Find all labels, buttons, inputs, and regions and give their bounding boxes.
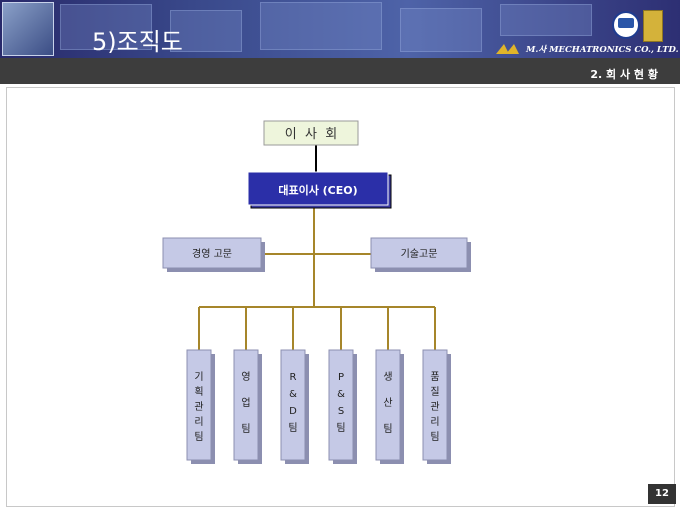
banner-decoration	[170, 10, 242, 52]
section-title: 2. 회 사 현 황	[590, 68, 658, 81]
team-label-char: 기	[194, 371, 203, 383]
team-label-char: S	[338, 406, 344, 417]
board-node: 이 사 회	[263, 120, 359, 146]
team-label-char: 생	[383, 371, 392, 383]
team-label-char: R	[290, 372, 297, 383]
team-label-char: 산	[383, 397, 392, 409]
ceo-label: 대표이사 (CEO)	[278, 183, 357, 197]
team-label-char: 팀	[383, 423, 392, 435]
team-box	[233, 349, 259, 461]
team-label-char: 관	[194, 401, 203, 413]
team-label-char: 획	[194, 386, 203, 398]
team-label-char: 팀	[336, 422, 345, 434]
team-node: P & S팀	[328, 349, 357, 464]
banner-decoration	[60, 4, 152, 50]
team-label-char: 리	[194, 416, 203, 428]
team-node: 영업팀	[233, 349, 262, 464]
certification-seal-icon	[612, 11, 640, 39]
ceo-node: 대표이사 (CEO)	[247, 171, 392, 209]
team-label-char: 관	[430, 401, 439, 413]
advisor-node-management: 경영 고문	[162, 237, 265, 272]
team-label-char: &	[337, 389, 345, 400]
header-thumbnail	[2, 2, 54, 56]
banner-decoration	[400, 8, 482, 52]
banner-decoration	[260, 2, 382, 50]
team-label-char: 팀	[430, 431, 439, 443]
team-label-char: P	[338, 372, 344, 383]
advisor-label: 경영 고문	[192, 247, 232, 260]
section-bar: 2. 회 사 현 황	[0, 58, 680, 84]
team-label-char: 리	[430, 416, 439, 428]
board-label: 이 사 회	[285, 127, 337, 142]
advisor-node-technology: 기술고문	[370, 237, 471, 272]
team-label-char: 품	[430, 371, 439, 383]
team-label-char: D	[289, 406, 297, 417]
team-box	[422, 349, 448, 461]
advisor-label: 기술고문	[401, 248, 438, 260]
team-label-char: 질	[430, 386, 439, 398]
page-title: 5)조직도	[92, 28, 183, 56]
team-box	[328, 349, 354, 461]
team-label-char: &	[289, 389, 297, 400]
company-logo-icon	[496, 44, 519, 54]
team-box	[280, 349, 306, 461]
header-banner: 5)조직도 M.사 MECHATRONICS CO., LTD.	[0, 0, 680, 58]
team-node: R & D팀	[280, 349, 309, 464]
org-chart: 이 사 회 대표이사 (CEO) 경영 고문 기술고문 기획관리팀영업팀R&D팀…	[162, 120, 471, 464]
page-number: 12	[648, 484, 676, 504]
team-label-char: 팀	[194, 431, 203, 443]
banner-decoration	[500, 4, 592, 36]
company-name: M.사 MECHATRONICS CO., LTD.	[526, 45, 679, 55]
team-node: 생산팀	[375, 349, 404, 464]
team-label-char: 영	[241, 371, 250, 383]
team-label-char: 팀	[288, 422, 297, 434]
certification-badge-icon	[643, 10, 663, 42]
team-box	[375, 349, 401, 461]
team-box	[186, 349, 212, 461]
team-label-char: 업	[241, 396, 250, 409]
team-label-char: 팀	[241, 423, 250, 435]
